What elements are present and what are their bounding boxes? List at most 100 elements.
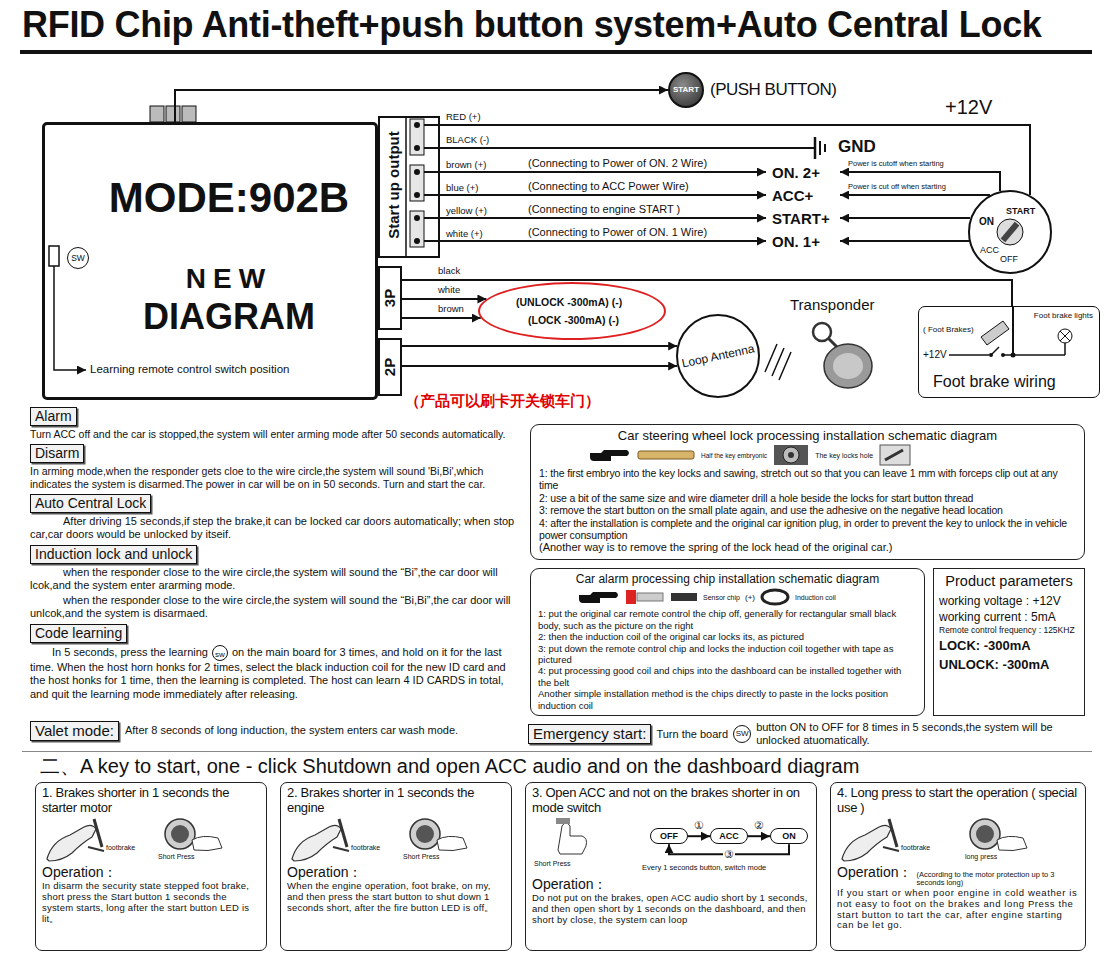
connector-tabs (150, 106, 196, 122)
step-panel: 1. Brakes shorter in 1 seconds the start… (35, 782, 267, 951)
connector-block: 3P (378, 266, 402, 330)
foot-sketch (47, 826, 96, 862)
text-row: Valet mode:After 8 seconds of long induc… (30, 721, 524, 741)
foot-sketch (292, 826, 341, 862)
terminal-strip (410, 119, 424, 155)
image-caption: footbrake (351, 844, 380, 851)
pointer-hand (589, 448, 631, 463)
section-heading: Emergency start: (528, 724, 651, 744)
operation-label: Operation： (837, 864, 912, 881)
button-sketch (976, 825, 994, 843)
terminal-strip (414, 215, 420, 221)
leader-line (54, 266, 86, 370)
image-caption: Every 1 seconds button, switch mode (642, 863, 766, 872)
button-cap: START (668, 72, 704, 108)
connector-block: 2P (378, 338, 402, 396)
switch-circle: SW (67, 247, 89, 269)
section-heading: Valet mode: (30, 721, 119, 741)
image-caption: Short Press (403, 853, 440, 860)
ground-symbol (814, 137, 817, 159)
image-caption: Sensor chip (703, 594, 740, 601)
lock-photo (788, 452, 794, 458)
annotation: ON. 2+ (772, 164, 820, 181)
push-button: START(PUSH BUTTON) (668, 72, 836, 108)
section-heading: Auto Central Lock (30, 494, 151, 513)
button-sketch (416, 825, 434, 843)
edge-label: ① (693, 819, 705, 831)
foot-sketch (883, 847, 899, 851)
remote-chip (625, 588, 665, 606)
parameter-text: LOCK: -300mA (939, 637, 1079, 655)
model-text: DIAGRAM (89, 299, 369, 335)
annotation: (Connecting to Power of ON. 2 Wire) (528, 157, 707, 169)
induction-coil (762, 590, 788, 604)
step-text: 3: put down the remote control chip and … (538, 643, 917, 666)
antenna-label: Loop Antenna (680, 341, 755, 370)
remote-chip (637, 593, 663, 601)
step-text: 3: remove the start button on the small … (539, 504, 1076, 516)
text-row: Emergency start:Turn the boardSWbutton O… (528, 721, 1090, 747)
operation-text: If you start or when poor engine in cold… (837, 888, 1079, 932)
terminal-strip (424, 217, 438, 219)
pointer-hand (579, 592, 618, 603)
annotation: Learning remote control switch position (90, 363, 289, 375)
section-heading: Disarm (30, 444, 84, 463)
foot-sketch (339, 819, 347, 847)
parameter-text: Remote control frequency : 125KHZ (939, 625, 1079, 637)
terminal-strip (410, 211, 424, 247)
annotation: (Connecting to ACC Power Wire) (528, 180, 689, 192)
terminal-strip (414, 145, 420, 151)
step-text: 2: then the induction coil of the origin… (538, 631, 917, 642)
panel-title: Car alarm processing chip installation s… (538, 572, 917, 586)
brake-circuit (1011, 353, 1016, 358)
mode-oval: ON (770, 828, 808, 844)
terminal-strip (414, 122, 420, 128)
body-text: Turn the board (656, 728, 728, 740)
note-text: (Another way is to remove the spring of … (539, 541, 1076, 554)
step-text: 2: use a bit of the same size and wire d… (539, 492, 1076, 504)
switch-position: OFF (1000, 254, 1018, 264)
body-text: Turn ACC off and the car is stopped,the … (30, 428, 524, 440)
image-caption: Short Press (158, 853, 195, 860)
illustration-area: Short PressOFFACCONEvery 1 seconds butto… (532, 816, 810, 876)
block-label: Start up output (385, 121, 403, 249)
section-heading: Induction lock and unlock (30, 545, 197, 564)
annotation: brown (+) (446, 159, 486, 170)
ignition-key (1001, 222, 1020, 243)
body-text: In arming mode,when the responder gets c… (30, 465, 524, 490)
panel-row: Car alarm processing chip installation s… (530, 568, 1085, 716)
heading-text: Valet mode: (35, 722, 114, 740)
annotation: ON. 1+ (772, 233, 820, 250)
antenna-wire (402, 345, 677, 347)
annotation: blue (+) (446, 182, 478, 193)
brake-circuit (1058, 329, 1072, 343)
connector (748, 835, 770, 837)
terminal-strip (414, 169, 420, 175)
ignition-wire (840, 240, 969, 242)
foot-sketch (88, 847, 104, 851)
edge-label: ③ (723, 848, 735, 860)
button-sketch (407, 816, 469, 852)
annotation: yellow (+) (446, 205, 487, 216)
antenna-wire (402, 365, 677, 367)
section-heading: Code learning (30, 624, 127, 643)
lock-output: (LOCK -300mA) (-) (528, 314, 619, 326)
lock-photo (783, 447, 799, 463)
pointer-hand (590, 450, 629, 461)
lock-photo (774, 445, 808, 465)
annotation: RED (+) (446, 111, 481, 122)
model-text: NEW (89, 265, 369, 293)
panel-column: Car steering wheel lock processing insta… (530, 424, 1085, 716)
step-text: 1: the first embryo into the key locks a… (539, 467, 1076, 492)
highlight-ellipse: (UNLOCK -300mA) (-)(LOCK -300mA) (-) (478, 282, 666, 340)
block-label: 3P (381, 280, 399, 316)
output-wire (440, 194, 766, 196)
connector (402, 317, 481, 319)
note-text: Another simple installation method is th… (538, 688, 917, 711)
button-sketch (410, 819, 440, 849)
button-sketch (970, 819, 1000, 849)
operation-label: Operation： (532, 876, 810, 893)
body-text: In 5 seconds, press the learningswon the… (30, 645, 524, 701)
connector-tab (150, 106, 164, 122)
